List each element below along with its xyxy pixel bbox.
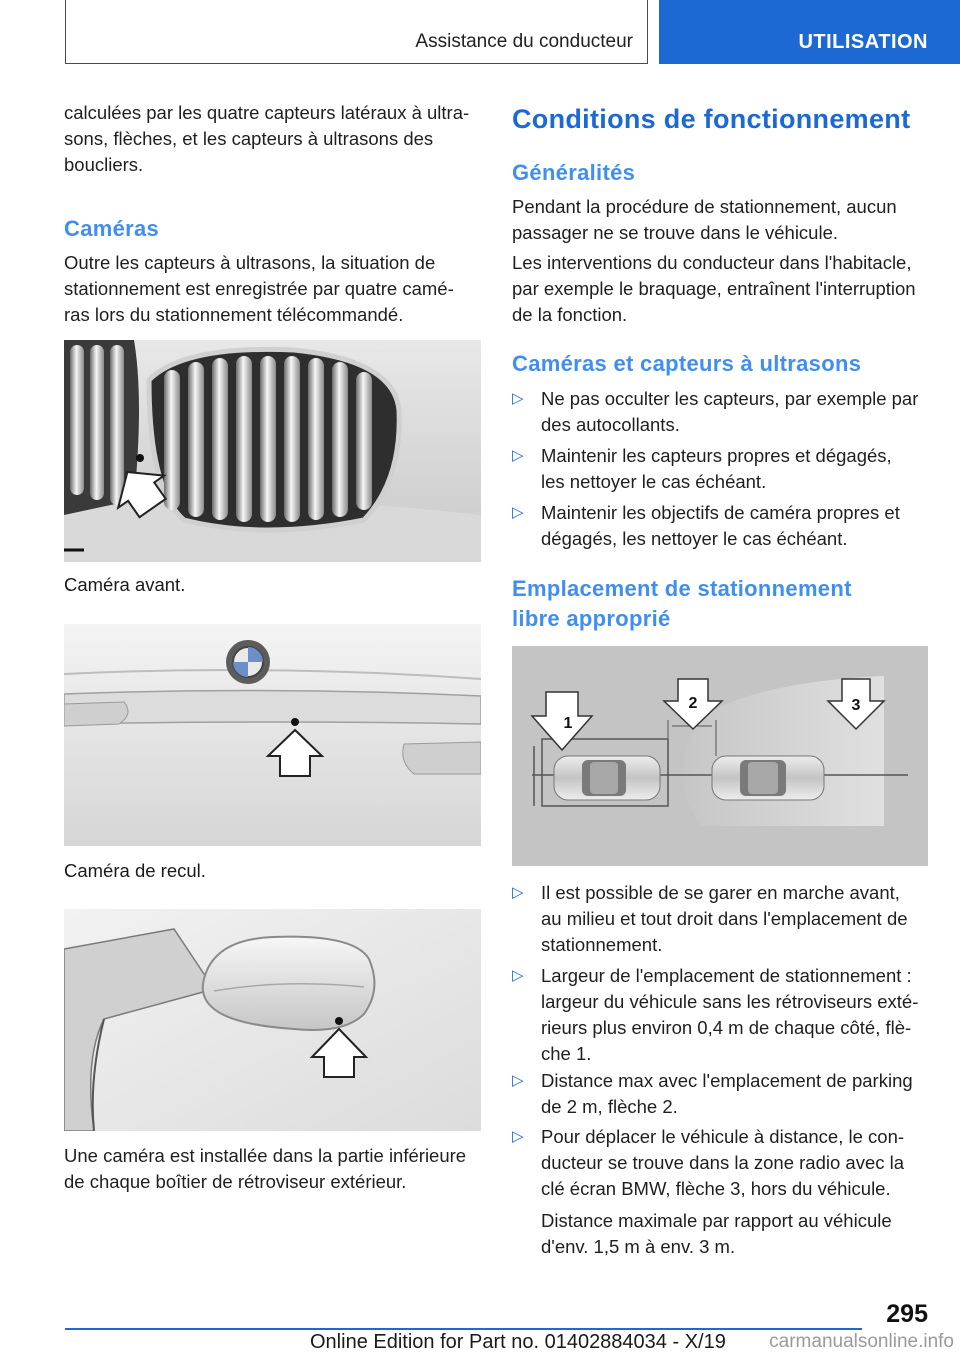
caption-mirror-line: Une caméra est installée dans la partie … xyxy=(64,1145,467,1166)
triangle-bullet-icon: ▷ xyxy=(512,1128,524,1145)
cameras-paragraph: Outre les capteurs à ultrasons, la situa… xyxy=(64,250,482,328)
cameras-line: ras lors du stationnement télécommandé. xyxy=(64,304,404,325)
general-line: Pendant la procédure de stationnement, a… xyxy=(512,196,897,217)
triangle-bullet-icon: ▷ xyxy=(512,447,524,464)
space-bullet: ▷ Pour déplacer le véhicule à distance, … xyxy=(512,1124,904,1202)
space-bullet-text: Il est possible de se garer en marche av… xyxy=(541,882,908,955)
space-bullet-text: Distance max avec l'emplacement de parki… xyxy=(541,1070,913,1117)
mirror-camera-image xyxy=(64,909,481,1131)
header-section-box: Assistance du conducteur xyxy=(65,0,648,64)
caption-rear-camera: Caméra de recul. xyxy=(64,860,206,881)
header-section-title: Assistance du conducteur xyxy=(415,31,633,52)
intro-line: boucliers. xyxy=(64,154,144,175)
heading-cameras: Caméras xyxy=(64,216,160,241)
space-note: Distance maximale par rapport au véhicul… xyxy=(541,1210,892,1257)
front-camera-image xyxy=(64,340,481,562)
space-bullet: ▷ Il est possible de se garer en marche … xyxy=(512,880,908,958)
general-line: passager ne se trouve dans le véhicule. xyxy=(512,222,839,243)
caption-mirror-line: de chaque boîtier de rétroviseur extérie… xyxy=(64,1171,407,1192)
header-chapter-tab: UTILISATION xyxy=(659,0,960,64)
cameras-line: Outre les capteurs à ultrasons, la situa… xyxy=(64,252,436,273)
sensor-bullet: ▷ Ne pas occulter les capteurs, par exem… xyxy=(512,386,918,438)
diagram-label-3: 3 xyxy=(852,697,861,714)
general-line: Les interventions du conducteur dans l'h… xyxy=(512,252,912,273)
diagram-label-1: 1 xyxy=(564,715,573,732)
intro-line: calculées par les quatre capteurs latéra… xyxy=(64,102,470,123)
diagram-label-2: 2 xyxy=(689,695,698,712)
triangle-bullet-icon: ▷ xyxy=(512,390,524,407)
sensor-bullet-text: Maintenir les objectifs de caméra propre… xyxy=(541,502,900,549)
sensor-bullet-text: Maintenir les capteurs propres et dégagé… xyxy=(541,445,892,492)
rear-camera-image xyxy=(64,624,481,846)
space-bullet-text: Pour déplacer le véhicule à distance, le… xyxy=(541,1126,905,1199)
space-bullet-text: Largeur de l'emplacement de stationnemen… xyxy=(541,965,919,1064)
sensor-bullet: ▷ Maintenir les capteurs propres et déga… xyxy=(512,443,892,495)
general-paragraph-2: Les interventions du conducteur dans l'h… xyxy=(512,250,932,328)
footer-site-watermark: carmanualsonline.info xyxy=(769,1331,954,1352)
triangle-bullet-icon: ▷ xyxy=(512,967,524,984)
space-bullet: ▷ Distance max avec l'emplacement de par… xyxy=(512,1068,913,1120)
caption-mirror-camera: Une caméra est installée dans la partie … xyxy=(64,1143,484,1195)
footer-edition: Online Edition for Part no. 01402884034 … xyxy=(310,1331,726,1353)
general-line: de la fonction. xyxy=(512,304,628,325)
intro-paragraph: calculées par les quatre capteurs latéra… xyxy=(64,100,482,178)
sensor-bullet: ▷ Maintenir les objectifs de caméra prop… xyxy=(512,500,900,552)
triangle-bullet-icon: ▷ xyxy=(512,884,524,901)
general-line: par exemple le braquage, entraînent l'in… xyxy=(512,278,916,299)
triangle-bullet-icon: ▷ xyxy=(512,504,524,521)
intro-line: sons, flèches, et les capteurs à ultraso… xyxy=(64,128,434,149)
footer-rule xyxy=(65,1328,862,1330)
triangle-bullet-icon: ▷ xyxy=(512,1072,524,1089)
sensor-bullet-text: Ne pas occulter les capteurs, par exempl… xyxy=(541,388,919,435)
parking-space-diagram: 1 2 3 xyxy=(512,646,928,866)
heading-sensors: Caméras et capteurs à ultrasons xyxy=(512,351,862,376)
general-paragraph-1: Pendant la procédure de stationnement, a… xyxy=(512,194,928,246)
page-number: 295 xyxy=(886,1300,928,1328)
caption-front-camera: Caméra avant. xyxy=(64,574,186,595)
cameras-line: stationnement est enregistrée par quatre… xyxy=(64,278,454,299)
space-bullet: ▷ Largeur de l'emplacement de stationnem… xyxy=(512,963,918,1067)
section-title: Conditions de fonctionnement xyxy=(512,104,911,134)
header-chapter-label: UTILISATION xyxy=(798,31,928,53)
heading-general: Généralités xyxy=(512,160,636,185)
